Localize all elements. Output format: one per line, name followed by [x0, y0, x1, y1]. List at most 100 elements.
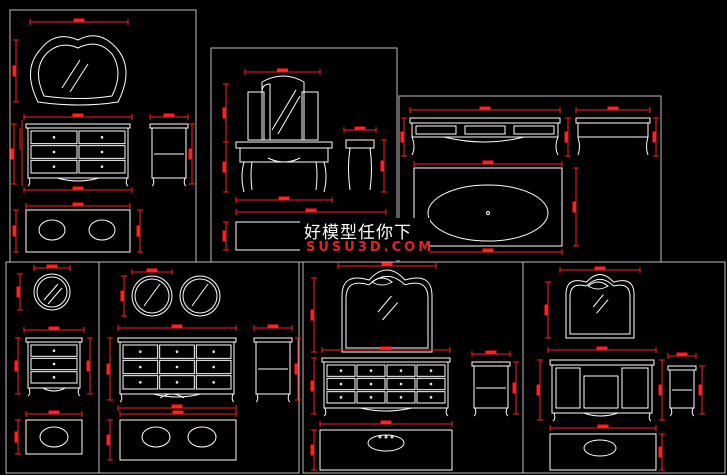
dimension-text — [171, 324, 183, 329]
dimension-text — [14, 431, 19, 443]
drawer — [159, 359, 195, 375]
dimension-text — [294, 363, 299, 375]
outline — [513, 125, 555, 135]
outline — [464, 125, 506, 135]
drawer-knob — [212, 350, 215, 353]
dimension-text — [46, 264, 58, 269]
dimension-text — [596, 346, 608, 351]
top-view-slab — [119, 419, 237, 461]
side-leg — [255, 393, 291, 403]
basin — [88, 219, 116, 241]
dimension-text — [12, 65, 17, 77]
dimension-text — [86, 360, 91, 372]
side-body — [473, 365, 509, 409]
countertop — [321, 357, 451, 363]
drawer — [159, 344, 195, 359]
mirror-frame — [341, 269, 433, 353]
drawer — [326, 391, 356, 404]
edge — [43, 283, 59, 301]
apron-carving — [267, 157, 301, 163]
drawer — [30, 344, 78, 357]
dimension-text — [479, 106, 491, 111]
faucet — [378, 435, 382, 439]
dimension-text — [536, 384, 541, 396]
drawer — [356, 391, 386, 404]
glass-reflection — [596, 299, 609, 314]
drawer-knob — [100, 165, 104, 168]
drawer-knob — [52, 376, 56, 379]
dimension-text — [72, 202, 84, 207]
cabinet-body — [27, 341, 81, 389]
drawer — [78, 145, 126, 159]
drawer — [356, 377, 386, 391]
drawer-knob — [399, 382, 403, 386]
outline — [583, 375, 619, 409]
drawer-knob — [100, 136, 104, 139]
apron-carving — [57, 177, 99, 182]
drawer — [30, 371, 78, 384]
top-view-slab — [25, 209, 131, 253]
faucet — [384, 435, 388, 439]
dimension-text — [594, 266, 606, 271]
countertop — [117, 337, 237, 343]
edge — [143, 283, 161, 307]
dimension-text — [544, 304, 549, 316]
round-mirror-glass — [182, 278, 218, 314]
dimension-text — [400, 131, 405, 143]
dimension-text — [12, 225, 17, 237]
dimension-text — [305, 208, 317, 213]
drawer-knob — [369, 396, 373, 399]
drawer-knob — [139, 350, 142, 353]
cabriole-leg — [323, 407, 449, 417]
basin — [141, 426, 171, 448]
drawer-knob — [339, 369, 343, 372]
basin — [187, 426, 217, 448]
drawer-knob — [339, 396, 343, 399]
tv-cabinet-legs — [411, 136, 559, 156]
drawer-knob — [52, 150, 56, 154]
cabinet-body — [27, 127, 129, 179]
dimension-text — [48, 326, 60, 331]
dimension-text — [512, 382, 517, 394]
drawer-knob — [212, 365, 215, 369]
drawer-knob — [139, 381, 142, 384]
sheet-borders — [5, 9, 726, 474]
side-body — [255, 341, 291, 395]
vanity-top-view — [413, 167, 563, 247]
drawer-knob — [175, 365, 179, 369]
round-mirror-frame — [179, 275, 221, 317]
drawer — [195, 344, 232, 359]
watermark-title: 好模型任你下 — [304, 223, 412, 243]
drawer — [416, 364, 446, 377]
side-top — [471, 361, 511, 367]
side-leg — [151, 177, 187, 187]
edge — [277, 95, 301, 135]
sheet-border-7 — [522, 261, 726, 474]
mirror-glass — [345, 275, 429, 349]
drawer — [122, 359, 159, 375]
dimension-text — [658, 384, 663, 396]
mirror-frame — [30, 35, 127, 106]
sheet-border-1 — [9, 9, 197, 263]
dimension-text — [10, 148, 15, 160]
dimension-text — [106, 434, 111, 446]
edge — [271, 89, 297, 131]
dimension-text — [652, 131, 657, 143]
dimension-text — [564, 131, 569, 143]
dimension-lines — [10, 18, 705, 471]
drawer — [386, 377, 416, 391]
stool-seat — [345, 139, 375, 149]
round-mirror-glass — [36, 276, 68, 308]
dimension-text — [572, 201, 577, 213]
apron-carving — [153, 393, 201, 398]
dimension-text — [72, 113, 84, 118]
dimension-text — [172, 410, 184, 415]
drawer — [30, 145, 78, 159]
drawer — [326, 377, 356, 391]
dimension-text — [136, 225, 141, 237]
apron-carving — [159, 393, 185, 399]
glass-reflection — [377, 295, 392, 313]
dimension-text — [48, 410, 60, 415]
dimension-text — [146, 268, 158, 273]
